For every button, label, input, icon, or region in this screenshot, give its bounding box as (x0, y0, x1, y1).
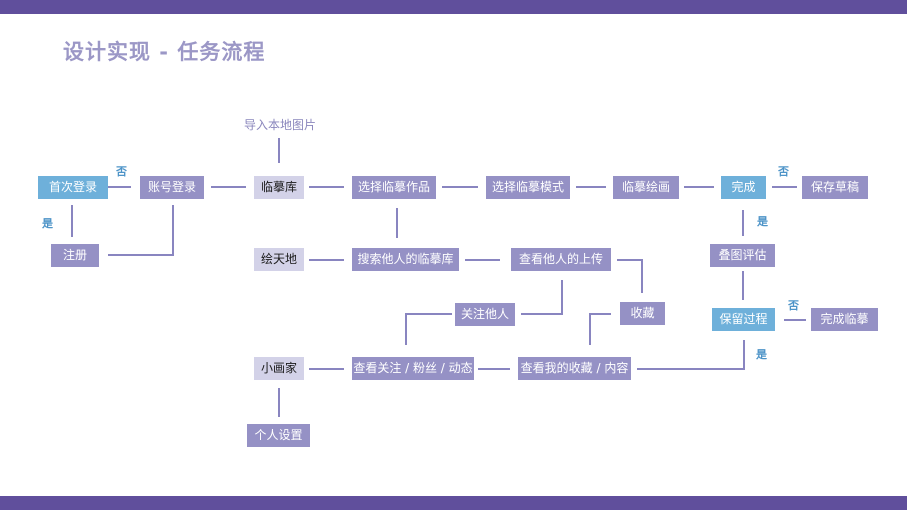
edge-uploads-follow (521, 280, 563, 315)
label-yes-complete: 是 (757, 215, 768, 228)
label-no-keep: 否 (788, 299, 799, 312)
label-yes-keep: 是 (756, 348, 767, 361)
node-register: 注册 (51, 244, 99, 267)
top-bar (0, 0, 907, 14)
edge-uploads-collect (617, 259, 643, 293)
label-no-first-login: 否 (116, 165, 127, 178)
node-view-my-collect: 查看我的收藏 / 内容 (518, 357, 631, 380)
node-select-mode: 选择临摹模式 (486, 176, 570, 199)
node-personal-settings: 个人设置 (247, 424, 310, 447)
node-select-work: 选择临摹作品 (352, 176, 436, 199)
node-account-login: 账号登录 (140, 176, 204, 199)
edge-follow-viewfollow (405, 313, 452, 345)
node-overlay-eval: 叠图评估 (710, 244, 775, 267)
edge-collect-mycollect (589, 313, 611, 345)
node-little-painter: 小画家 (254, 357, 304, 380)
bottom-bar (0, 496, 907, 510)
node-save-draft: 保存草稿 (802, 176, 868, 199)
page-title: 设计实现 - 任务流程 (63, 40, 266, 64)
node-copy-draw: 临摹绘画 (613, 176, 679, 199)
node-copy-library: 临摹库 (254, 176, 304, 199)
node-complete: 完成 (721, 176, 766, 199)
node-view-uploads: 查看他人的上传 (511, 248, 611, 271)
node-collect: 收藏 (620, 302, 665, 325)
node-import-local: 导入本地图片 (243, 118, 316, 132)
node-follow: 关注他人 (455, 303, 515, 326)
node-keep-process: 保留过程 (712, 308, 775, 331)
node-art-world: 绘天地 (254, 248, 304, 271)
node-view-follow: 查看关注 / 粉丝 / 动态 (352, 357, 474, 380)
node-search-library: 搜索他人的临摹库 (352, 248, 459, 271)
label-no-complete: 否 (778, 165, 789, 178)
node-finish-copy: 完成临摹 (811, 308, 878, 331)
edge-mycollect-keep (637, 340, 745, 370)
node-first-login: 首次登录 (38, 176, 108, 199)
edge-account-register (108, 205, 174, 256)
label-yes-first-login: 是 (42, 217, 53, 230)
